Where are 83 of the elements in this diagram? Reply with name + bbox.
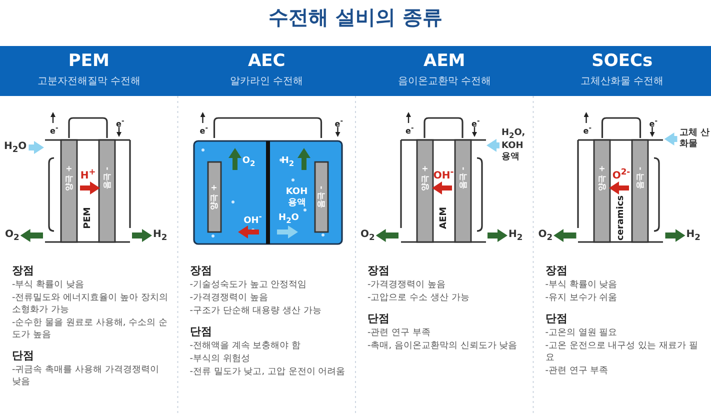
membrane-label: AEM <box>438 206 448 230</box>
section-heading: 장점 <box>545 263 568 278</box>
water-label: H$_{2}$O <box>278 213 299 225</box>
electron-label: e$^{-}$ <box>200 124 208 136</box>
header-band <box>0 46 178 96</box>
output-label: H$_{2}$ <box>153 229 168 242</box>
output-label: H$_{2}$ <box>508 229 523 242</box>
electron-label: e$^{-}$ <box>116 117 124 129</box>
section-heading: 단점 <box>12 348 34 363</box>
column-subtitle: 음이온교환막 수전해 <box>398 75 491 88</box>
list-item: -관련 연구 부족 <box>368 327 432 339</box>
output-label: H$_{2}$ <box>686 229 700 242</box>
output-label: O$_{2}$ <box>5 229 20 242</box>
column-title: PEM <box>68 51 110 71</box>
section-heading: 단점 <box>190 324 212 339</box>
list-item: -전류 밀도가 낮고, 고압 운전이 어려움 <box>190 366 346 378</box>
column-subtitle: 고분자전해질막 수전해 <box>37 75 140 88</box>
list-item: -고온 운전으로 내구성 있는 재료가 필요 <box>545 340 699 364</box>
input-label: 고체 산화물 <box>679 128 710 150</box>
list-item: -부식의 위험성 <box>190 353 251 365</box>
list-item: -부식 확률이 낮음 <box>545 279 618 291</box>
flow-arrow <box>488 229 508 242</box>
list-item: -기술성숙도가 높고 안정적임 <box>190 279 308 291</box>
electrode-label: 음극 - <box>316 186 327 208</box>
column-subtitle: 고체산화물 수전해 <box>580 75 664 88</box>
list-item: -유지 보수가 쉬움 <box>545 292 618 304</box>
list-item: -귀금속 촉매를 사용해 가격경쟁력이 낮음 <box>12 364 160 388</box>
electron-label: e$^{-}$ <box>472 117 480 129</box>
section-heading: 장점 <box>12 263 34 278</box>
list-item: -전해액을 계속 보충해야 함 <box>190 340 302 352</box>
electrolyte-label: KOH 용액 <box>284 187 309 209</box>
list-item: -관련 연구 부족 <box>545 365 610 377</box>
membrane-label: ceramics <box>616 195 626 241</box>
section-heading: 단점 <box>368 311 390 326</box>
membrane-label: PEM <box>83 207 93 229</box>
list-item: -구조가 단순해 대용량 생산 가능 <box>190 305 322 317</box>
gas-label: O$_{2}$ <box>242 156 256 168</box>
list-item: -부식 확률이 낮음 <box>12 279 85 291</box>
diagram-title: 수전해 설비의 종류 <box>268 4 444 31</box>
output-label: O$_{2}$ <box>538 229 553 242</box>
flow-arrow <box>554 229 576 242</box>
gas-label: H$_{2}$ <box>281 156 294 168</box>
output-label: O$_{2}$ <box>360 229 375 242</box>
electrode-label: 양극 + <box>64 165 74 191</box>
electrode-label: 음극 - <box>457 166 468 190</box>
list-item: -고압으로 수소 생산 가능 <box>368 292 470 304</box>
list-item: -가격경쟁력이 높음 <box>368 279 447 291</box>
electron-label: e$^{-}$ <box>649 117 658 129</box>
ion-label: O$^{2-}$ <box>612 166 630 182</box>
flow-arrow <box>376 229 398 242</box>
list-item: -순수한 물을 원료로 사용해, 수소의 순도가 높음 <box>12 317 168 341</box>
flow-arrow <box>28 141 44 154</box>
electrode-label: 양극 + <box>419 165 430 191</box>
electron-label: e$^{-}$ <box>334 117 343 129</box>
flow-arrow <box>132 229 152 242</box>
ion-label: OH$^{-}$ <box>244 212 262 226</box>
ion-label: OH$^{-}$ <box>433 166 454 182</box>
section-heading: 장점 <box>190 263 212 278</box>
input-label: H$_{2}$O, KOH 용액 <box>502 128 532 163</box>
list-item: -가격경쟁력이 높음 <box>190 292 269 304</box>
electrode-label: 양극 + <box>208 184 220 210</box>
column-subtitle: 알카라인 수전해 <box>230 75 304 88</box>
electrode-label: 음극 - <box>102 166 112 190</box>
flow-arrow <box>664 132 678 146</box>
electron-label: e$^{-}$ <box>583 124 592 136</box>
list-item: -고온의 열원 필요 <box>545 327 618 339</box>
section-heading: 장점 <box>368 263 390 278</box>
column-title: AEC <box>248 51 286 71</box>
electron-label: e$^{-}$ <box>406 124 414 136</box>
flow-arrow <box>20 229 43 242</box>
flow-arrow <box>486 138 500 152</box>
list-item: -전류밀도와 에너지효율이 높아 장치의 소형화가 가능 <box>12 292 169 316</box>
flow-arrow <box>665 229 686 242</box>
input-label: H$_{2}$O <box>4 141 27 154</box>
electrode-label: 음극 - <box>634 166 646 190</box>
header-band <box>533 46 711 96</box>
electron-label: e$^{-}$ <box>50 124 58 136</box>
electrode-label: 양극 + <box>596 165 608 191</box>
ion-label: H$^{+}$ <box>80 166 96 182</box>
section-heading: 단점 <box>545 311 568 326</box>
column-title: AEM <box>424 51 466 71</box>
column-title: SOECs <box>592 51 653 71</box>
list-item: -촉매, 음이온교환막의 신뢰도가 낮음 <box>368 340 518 352</box>
